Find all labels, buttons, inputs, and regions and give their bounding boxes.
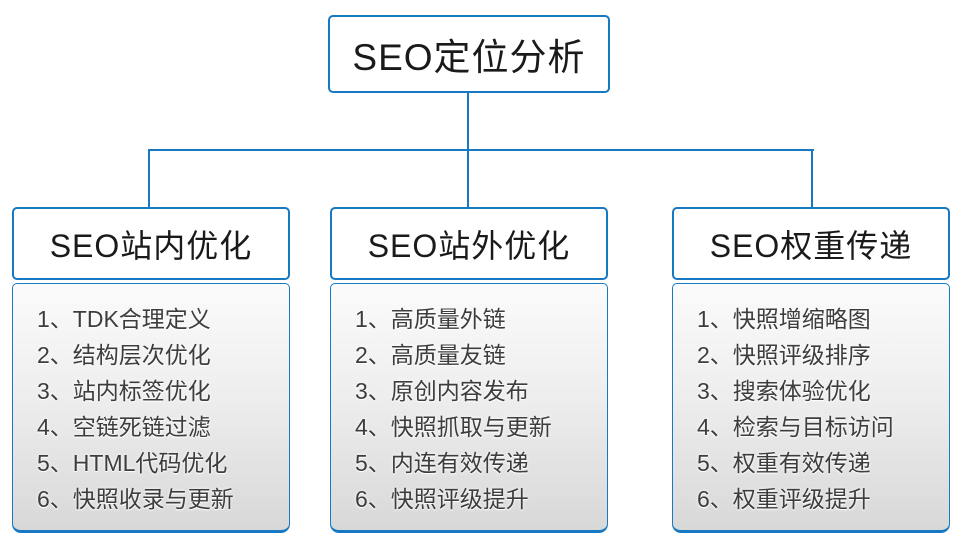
- branch-onsite-title: SEO站内优化: [49, 227, 253, 264]
- branch-offsite-header: SEO站外优化: [330, 207, 608, 280]
- branch-weight-header: SEO权重传递: [672, 207, 950, 280]
- list-item: 6、快照评级提升: [355, 486, 529, 512]
- list-item: 2、快照评级排序: [697, 342, 871, 368]
- list-item: 1、高质量外链: [355, 306, 506, 332]
- branch-weight-title: SEO权重传递: [709, 227, 913, 264]
- list-item: 6、快照收录与更新: [37, 486, 234, 512]
- connector-drop-middle: [467, 149, 469, 207]
- connector-rail: [148, 149, 814, 151]
- branch-weight-list: 1、快照增缩略图 2、快照评级排序 3、搜索体验优化 4、检索与目标访问 5、权…: [672, 283, 950, 533]
- list-item: 4、空链死链过滤: [37, 414, 211, 440]
- list-item: 5、内连有效传递: [355, 450, 529, 476]
- list-item: 4、检索与目标访问: [697, 414, 894, 440]
- connector-drop-left: [148, 149, 150, 207]
- connector-drop-right: [811, 149, 813, 207]
- branch-offsite-list: 1、高质量外链 2、高质量友链 3、原创内容发布 4、快照抓取与更新 5、内连有…: [330, 283, 608, 533]
- branch-onsite-list: 1、TDK合理定义 2、结构层次优化 3、站内标签优化 4、空链死链过滤 5、H…: [12, 283, 290, 533]
- list-item: 3、搜索体验优化: [697, 378, 871, 404]
- root-node-title: SEO定位分析: [352, 37, 586, 78]
- connector-root-drop: [467, 93, 469, 150]
- list-item: 1、TDK合理定义: [37, 306, 211, 332]
- list-item: 1、快照增缩略图: [697, 306, 871, 332]
- root-node: SEO定位分析: [328, 15, 610, 93]
- list-item: 5、权重有效传递: [697, 450, 871, 476]
- branch-offsite-title: SEO站外优化: [367, 227, 571, 264]
- list-item: 4、快照抓取与更新: [355, 414, 552, 440]
- branch-onsite-header: SEO站内优化: [12, 207, 290, 280]
- list-item: 2、高质量友链: [355, 342, 506, 368]
- list-item: 5、HTML代码优化: [37, 450, 228, 476]
- list-item: 3、站内标签优化: [37, 378, 211, 404]
- list-item: 3、原创内容发布: [355, 378, 529, 404]
- list-item: 2、结构层次优化: [37, 342, 211, 368]
- list-item: 6、权重评级提升: [697, 486, 871, 512]
